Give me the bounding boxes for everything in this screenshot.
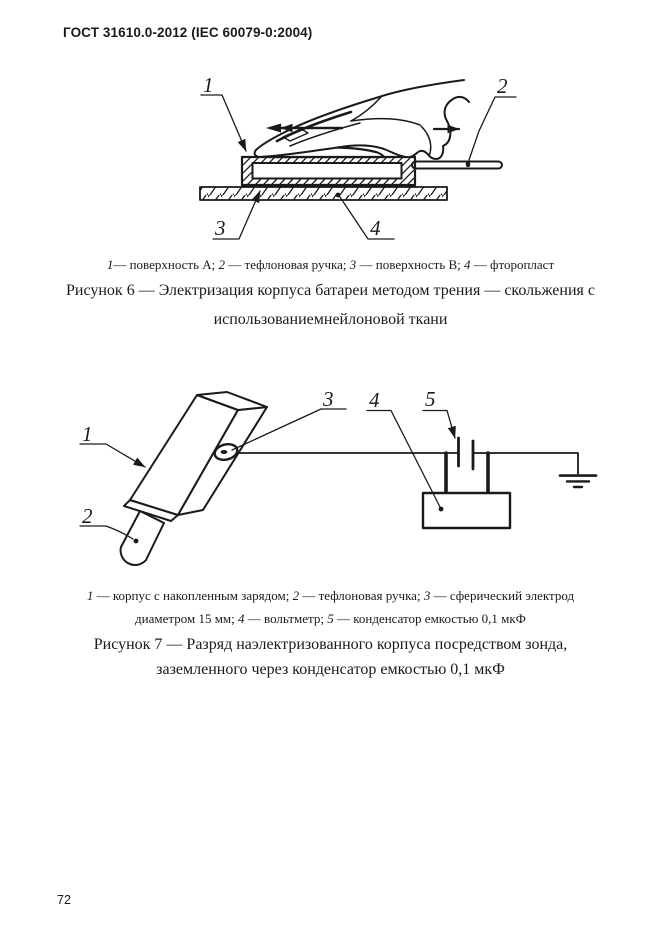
fig7-callout-3: 3 (322, 387, 334, 411)
fig6-legend-num-2: 2 (218, 257, 226, 272)
fig7-voltmeter (421, 491, 512, 530)
fig6-leader-4 (339, 196, 395, 240)
fig7-capacitor (457, 436, 475, 471)
fig7-legend-text-2: — тефлоновая ручка; (299, 588, 424, 603)
fig6-callout-1: 1 (203, 73, 214, 97)
figure7-drawing: 1 2 3 4 5 (79, 387, 598, 566)
fig7-legend-text-0: диаметром 15 мм; (135, 611, 239, 626)
figure6-drawing: 1 2 3 4 (199, 73, 517, 240)
fig7-callout-1: 1 (82, 422, 93, 446)
fig7-legend-num-5: 5 (327, 611, 334, 626)
fig7-ground-symbol (558, 474, 598, 489)
fig6-leader-3 (212, 190, 261, 240)
fig7-leader-5 (422, 409, 456, 439)
fig6-callout-3: 3 (214, 216, 226, 240)
fig6-arrow-left-head (266, 123, 281, 133)
fig7-legend-num-1: 1 (86, 588, 94, 603)
figure6-caption-line2: использованиемнейлоновой ткани (213, 311, 448, 328)
fig7-legend-text-3: — сферический электрод (430, 588, 575, 603)
fig7-leader-4-dot (438, 506, 444, 512)
fig7-voltmeter-leads (444, 451, 490, 495)
fig7-legend-text-5: — конденсатор емкостью 0,1 мкФ (333, 611, 526, 626)
fig7-leader-4 (366, 409, 441, 508)
fig7-legend-text-4: — вольтметр; (244, 611, 328, 626)
fig7-wire (231, 452, 579, 475)
fig7-body-box (123, 391, 268, 522)
figure6-caption-line1: Рисунок 6 — Электризация корпуса батареи… (66, 282, 595, 299)
fig6-hand-details (275, 96, 432, 157)
fig6-legend-text-1: — поверхность А; (113, 257, 219, 272)
fig7-callout-2: 2 (82, 504, 93, 528)
fig7-legend-num-3: 3 (423, 588, 431, 603)
fig7-leader-2 (79, 525, 134, 540)
fig7-legend-num-2: 2 (292, 588, 300, 603)
page-number: 72 (57, 893, 71, 907)
fig6-block-inner (251, 162, 403, 180)
fig6-callout-4: 4 (370, 216, 381, 240)
fig7-leader-3 (231, 408, 347, 451)
fig6-leader-2 (468, 96, 517, 161)
fig7-callout-4: 4 (369, 388, 380, 412)
figure7-legend-line2: диаметром 15 мм; 4 — вольтметр; 5 — конд… (0, 611, 661, 627)
fig6-leader-4-dot (335, 192, 341, 198)
fig6-callout-2: 2 (497, 74, 508, 98)
fig6-leader-1 (200, 94, 247, 152)
fig6-leader-2-dot (465, 161, 471, 167)
fig6-legend-num-3: 3 (349, 257, 357, 272)
fig6-legend-text-2: — тефлоновая ручка; (225, 257, 350, 272)
fig6-legend-text-3: — поверхность В; (356, 257, 465, 272)
fig7-electrode-dot (220, 450, 228, 454)
fig6-legend-num-4: 4 (464, 257, 471, 272)
figure7-legend-line1: 1 — корпус с накопленным зарядом; 2 — те… (0, 588, 661, 604)
document-header: ГОСТ 31610.0-2012 (IEC 60079-0:2004) (63, 25, 313, 40)
figure6-legend: 1— поверхность А; 2 — тефлоновая ручка; … (0, 257, 661, 273)
fig6-base-plate (199, 186, 448, 201)
fig6-teflon-rod (411, 160, 503, 170)
fig7-legend-num-4: 4 (238, 611, 245, 626)
fig7-handle (119, 510, 165, 566)
fig7-callout-5: 5 (425, 387, 436, 411)
fig7-leader-1 (79, 443, 146, 468)
figure7-caption-line2: заземленного через конденсатор емкостью … (156, 661, 505, 678)
figure7-caption-line1: Рисунок 7 — Разряд наэлектризованного ко… (93, 636, 568, 653)
fig7-leader-2-dot (133, 538, 139, 544)
fig7-legend-text-1: — корпус с накопленным зарядом; (93, 588, 293, 603)
fig6-legend-text-4: — фторопласт (470, 257, 555, 272)
fig6-legend-num-1: 1 (106, 257, 114, 272)
